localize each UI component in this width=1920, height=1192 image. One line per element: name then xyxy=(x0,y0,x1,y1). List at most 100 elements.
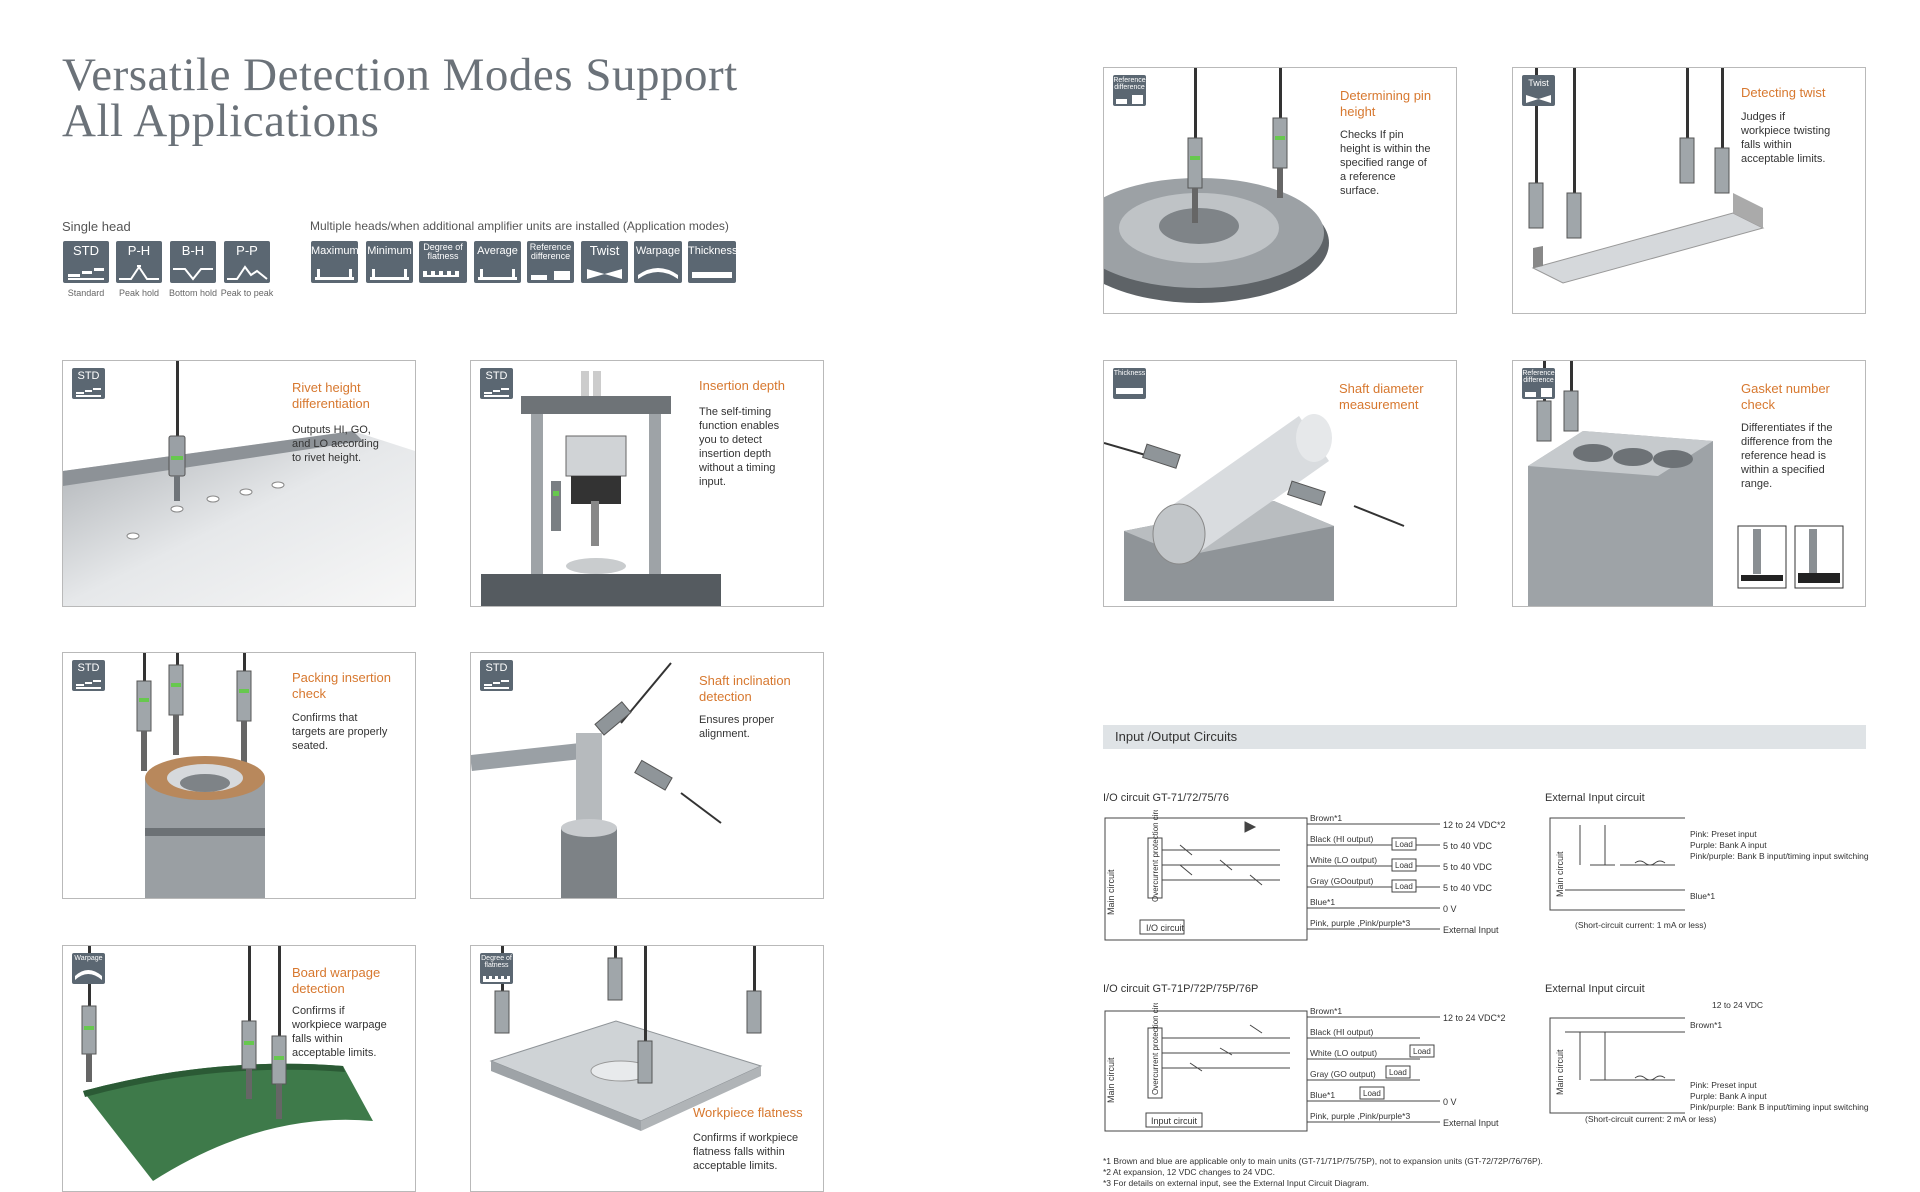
main-circuit-label: Main circuit xyxy=(1106,869,1116,915)
mode-icon-ph: P-H xyxy=(116,241,162,283)
card-workpiece-flatness: Degree of flatness Workpiece flatness Co… xyxy=(470,945,824,1192)
io-circuit-label: I/O circuit xyxy=(1146,923,1185,933)
wire-gray: Gray (GO output) xyxy=(1310,1069,1376,1079)
mode-icon-warpage: Warpage xyxy=(634,241,682,283)
flatness-icon xyxy=(423,271,459,277)
press-machine-illustration xyxy=(481,371,721,606)
rivet-plate-illustration xyxy=(63,361,415,606)
mode-icon-twist: Twist xyxy=(581,241,628,283)
npn-end-5-40-c: 5 to 40 VDC xyxy=(1443,883,1493,893)
standard-waveform-icon xyxy=(68,268,104,280)
external-input-circuit-diagram-2: Main circuit xyxy=(1549,1017,1685,1114)
flatness-badge: Degree of flatness xyxy=(480,953,513,984)
io-footnotes: *1 Brown and blue are applicable only to… xyxy=(1103,1156,1543,1188)
packing-cylinder-illustration xyxy=(136,653,265,898)
page-title: Versatile Detection Modes Support All Ap… xyxy=(62,49,738,145)
single-head-label: Single head xyxy=(62,219,131,234)
mode-caption-std: Standard xyxy=(67,288,105,298)
ext1-blue-label: Blue*1 xyxy=(1690,891,1716,901)
warpage-badge: Warpage xyxy=(72,953,105,984)
mode-icon-average: Average xyxy=(474,241,521,283)
mode-caption-ph: Peak hold xyxy=(118,288,160,298)
warpage-icon xyxy=(75,970,102,980)
load-box-2: Load xyxy=(1389,1068,1407,1077)
mode-caption-pp: Peak to peak xyxy=(220,288,274,298)
wire-blue: Blue*1 xyxy=(1310,1090,1335,1100)
twist-badge: Twist xyxy=(1522,75,1555,106)
external-input-circuit-diagram-1: Main circuit xyxy=(1549,817,1685,911)
title-line-1: Versatile Detection Modes Support xyxy=(62,49,738,101)
npn-end-external-input: External Input xyxy=(1443,925,1499,935)
load-box-1: Load xyxy=(1395,840,1413,849)
mode-icon-maximum: Maximum xyxy=(311,241,358,283)
std-badge: STD xyxy=(480,368,513,399)
flywheel-illustration xyxy=(1104,68,1329,303)
protection-circuit-label: Overcurrent protection circuit xyxy=(1151,1003,1160,1095)
standard-waveform-icon xyxy=(484,388,509,397)
maximum-icon xyxy=(315,269,354,280)
wire-pink: Pink, purple ,Pink/purple*3 xyxy=(1310,1111,1410,1121)
io-section-header: Input /Output Circuits xyxy=(1103,725,1866,749)
ext-input-circuit-title-1: External Input circuit xyxy=(1545,792,1645,804)
npn-end-5-40-a: 5 to 40 VDC xyxy=(1443,841,1493,851)
wire-brown: Brown*1 xyxy=(1310,1006,1342,1016)
ext2-brown-label: Brown*1 xyxy=(1690,1020,1723,1030)
peak-hold-waveform-icon xyxy=(119,265,159,280)
protection-circuit-label: Overcurrent protection circuit xyxy=(1151,810,1160,902)
engine-block-illustration xyxy=(1528,361,1844,606)
main-circuit-label: Main circuit xyxy=(1106,1057,1116,1103)
npn-io-circuit-title: I/O circuit GT-71/72/75/76 xyxy=(1103,792,1229,804)
ext-input-circuit-title-2: External Input circuit xyxy=(1545,983,1645,995)
ext2-note: (Short-circuit current: 2 mA or less) xyxy=(1585,1114,1717,1124)
multi-head-label: Multiple heads/when additional amplifier… xyxy=(310,219,729,233)
card-title: Detecting twist xyxy=(1741,85,1826,100)
load-box-3: Load xyxy=(1395,882,1413,891)
flatness-icon xyxy=(483,976,510,982)
wire-white: White (LO output) xyxy=(1310,855,1377,865)
mode-icon-reference-difference: Reference difference xyxy=(527,241,574,283)
reference-difference-badge: Reference difference xyxy=(1113,75,1146,106)
load-box-2: Load xyxy=(1395,861,1413,870)
reference-difference-icon xyxy=(531,271,570,280)
main-circuit-label: Main circuit xyxy=(1555,851,1565,897)
wire-black: Black (HI output) xyxy=(1310,1027,1373,1037)
reference-difference-badge: Reference difference xyxy=(1522,368,1555,399)
thickness-icon xyxy=(1116,388,1143,394)
load-box-3: Load xyxy=(1363,1089,1381,1098)
npn-end-0v: 0 V xyxy=(1443,904,1457,914)
shaft-inclination-illustration xyxy=(471,662,722,898)
minimum-icon xyxy=(370,269,409,280)
mode-icon-thickness: Thickness xyxy=(688,241,736,283)
ext1-note: (Short-circuit current: 1 mA or less) xyxy=(1575,920,1707,930)
twist-icon xyxy=(587,269,622,279)
pcb-warpage-illustration xyxy=(81,946,373,1181)
ext2-legend: Pink: Preset input Purple: Bank A input … xyxy=(1690,1080,1869,1112)
shaft-diameter-illustration xyxy=(1104,414,1405,601)
wire-brown: Brown*1 xyxy=(1310,813,1342,823)
wire-gray: Gray (GOoutput) xyxy=(1310,876,1373,886)
warpage-icon xyxy=(638,268,678,279)
main-circuit-label: Main circuit xyxy=(1555,1049,1565,1095)
pnp-io-circuit-title: I/O circuit GT-71P/72P/75P/76P xyxy=(1103,983,1259,995)
ext2-supply: 12 to 24 VDC xyxy=(1712,1000,1764,1010)
wire-white: White (LO output) xyxy=(1310,1048,1377,1058)
